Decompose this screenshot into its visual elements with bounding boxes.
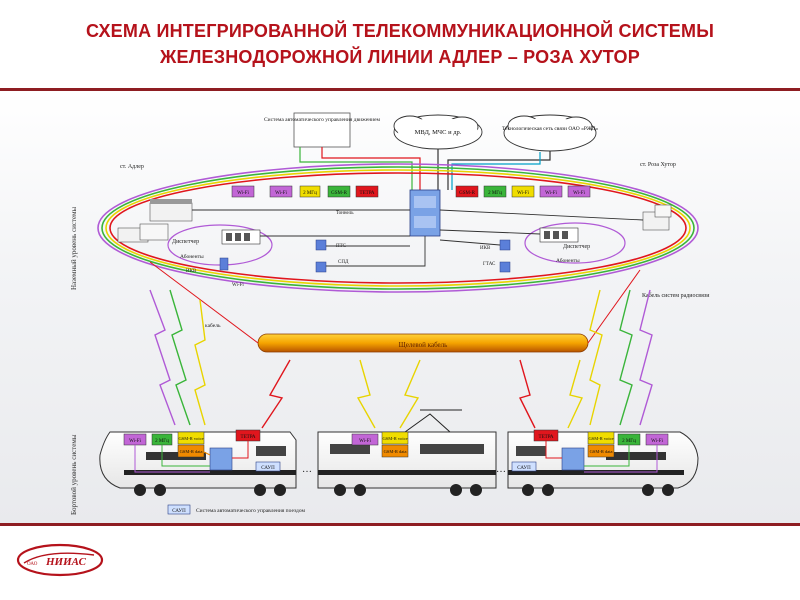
network-devices <box>219 239 511 273</box>
tunnel-label: Тоннель <box>336 211 354 216</box>
onboard-boxes-middle: Wi-Fi GSM-R voice GSM-R data <box>351 431 409 458</box>
train-box-gsmr-voice-label: GSM-R voice <box>382 436 407 441</box>
train-box-mhz-label: 2 МГц <box>622 439 636 444</box>
cloud-mvd-label: МВД, МЧС и др. <box>415 129 462 136</box>
radio-box-label: GSM-R <box>459 191 476 196</box>
legend-badge <box>167 504 191 515</box>
cloud-auto-control-label: Система автоматического управления движе… <box>264 117 381 123</box>
train-box-saup-label: САУП <box>517 466 531 471</box>
subscribers-left-label: Абоненты <box>180 253 204 260</box>
train-ellipsis-right: … <box>496 464 506 475</box>
kv-right-label: ИКВ <box>480 246 491 251</box>
train-box-gsmr-data-label: GSM-R data <box>590 449 613 454</box>
cable-feed-lines <box>149 261 641 344</box>
onboard-wiring <box>134 441 658 473</box>
leaky-cable: Щелевой кабель <box>257 333 589 353</box>
train-box-gsmr-data-label: GSM-R data <box>384 449 407 454</box>
niias-logo: ОАО НИИАС <box>16 543 104 577</box>
train-box-wifi-label: Wi-Fi <box>129 439 141 444</box>
radio-box-label: ТЕТРА <box>360 191 375 196</box>
pantograph <box>404 409 462 433</box>
train-box-tetra-label: ТЕТРА <box>241 435 256 440</box>
logo-text: НИИАС <box>45 556 87 568</box>
cloud-links <box>299 147 551 190</box>
wifi-ground-label: Wi-Fi <box>232 283 244 288</box>
subscribers-right-label: Абоненты <box>556 257 580 264</box>
train-box-saup-label: САУП <box>261 466 275 471</box>
cable-right-label: Кабель систем радиосвязи <box>642 292 710 299</box>
radio-box-label: Wi-Fi <box>573 191 585 196</box>
title-line-2: ЖЕЛЕЗНОДОРОЖНОЙ ЛИНИИ АДЛЕР – РОЗА ХУТОР <box>160 47 640 67</box>
kv-left-label: ИКВ <box>186 269 197 274</box>
dispatcher-left-console <box>221 229 261 245</box>
radio-box-label: Wi-Fi <box>517 191 529 196</box>
train-box-wifi-label: Wi-Fi <box>651 439 663 444</box>
radio-box-label: 2 МГц <box>303 191 317 196</box>
network-diagram: Наземный уровень системы Бортовой уровен… <box>70 112 710 515</box>
bottom-divider <box>0 523 800 526</box>
page-title: СХЕМА ИНТЕГРИРОВАННОЙ ТЕЛЕКОММУНИКАЦИОНН… <box>0 18 800 70</box>
cable-left-label: кабель <box>205 322 221 329</box>
legend-text: Система автоматического управления поезд… <box>196 508 305 514</box>
diagram-panel: Наземный уровень системы Бортовой уровен… <box>0 91 800 523</box>
side-label-ground: Наземный уровень системы <box>70 206 78 290</box>
train-box-gsmr-voice-label: GSM-R voice <box>588 436 613 441</box>
train-box-mhz-label: 2 МГц <box>155 439 169 444</box>
pts-left-label: ПТС <box>336 244 347 249</box>
train-box-gsmr-voice-label: GSM-R voice <box>178 436 203 441</box>
radio-box-label: GSM-R <box>331 191 348 196</box>
dispatcher-right-console <box>539 227 579 243</box>
building-right <box>642 204 672 231</box>
radio-links <box>149 289 653 429</box>
cloud-auto-control: Система автоматического управления движе… <box>264 112 381 148</box>
ground-radio-boxes: Wi-Fi Wi-Fi 2 МГц GSM-R ТЕТРА GSM-R 2 МГ… <box>231 185 591 198</box>
spd-left-label: СПД <box>338 260 349 265</box>
leaky-cable-label: Щелевой кабель <box>399 341 448 349</box>
ring-network <box>97 163 699 293</box>
station-left-label: ст. Адлер <box>120 164 144 170</box>
building-left <box>117 199 193 243</box>
backbone-lines <box>192 209 644 267</box>
dispatcher-right-label: Диспетчер <box>563 244 590 250</box>
train-box-tetra-label: ТЕТРА <box>539 435 554 440</box>
side-label-onboard: Бортовой уровень системы <box>70 434 78 515</box>
train-box-wifi-label: Wi-Fi <box>359 439 371 444</box>
cloud-mvd: МВД, МЧС и др. <box>393 114 483 150</box>
legend: САУП Система автоматического управления … <box>167 504 305 515</box>
cloud-tech-net: Технологическая сеть связи ОАО «РЖД» <box>502 114 599 152</box>
spd-right-label: ГТАС <box>483 262 496 267</box>
central-switch <box>409 189 441 237</box>
radio-box-label: 2 МГц <box>488 191 502 196</box>
top-divider <box>0 88 800 91</box>
station-right-label: ст. Роза Хутор <box>640 162 676 168</box>
cloud-tech-net-label: Технологическая сеть связи ОАО «РЖД» <box>502 126 599 132</box>
radio-box-label: Wi-Fi <box>237 191 249 196</box>
radio-box-label: Wi-Fi <box>545 191 557 196</box>
onboard-boxes-right: ТЕТРА GSM-R voice GSM-R data 2 МГц Wi-Fi… <box>511 429 669 472</box>
title-line-1: СХЕМА ИНТЕГРИРОВАННОЙ ТЕЛЕКОММУНИКАЦИОНН… <box>85 21 715 41</box>
onboard-boxes-left: Wi-Fi 2 МГц GSM-R voice GSM-R data ТЕТРА… <box>123 429 281 472</box>
radio-box-label: Wi-Fi <box>275 191 287 196</box>
train-ellipsis-left: … <box>302 464 312 475</box>
station-ring-right <box>524 222 626 264</box>
dispatcher-left-label: Диспетчер <box>172 239 199 245</box>
train-box-gsmr-data-label: GSM-R data <box>180 449 203 454</box>
logo-small-text: ОАО <box>27 562 38 567</box>
legend-badge-label: САУП <box>172 509 186 514</box>
